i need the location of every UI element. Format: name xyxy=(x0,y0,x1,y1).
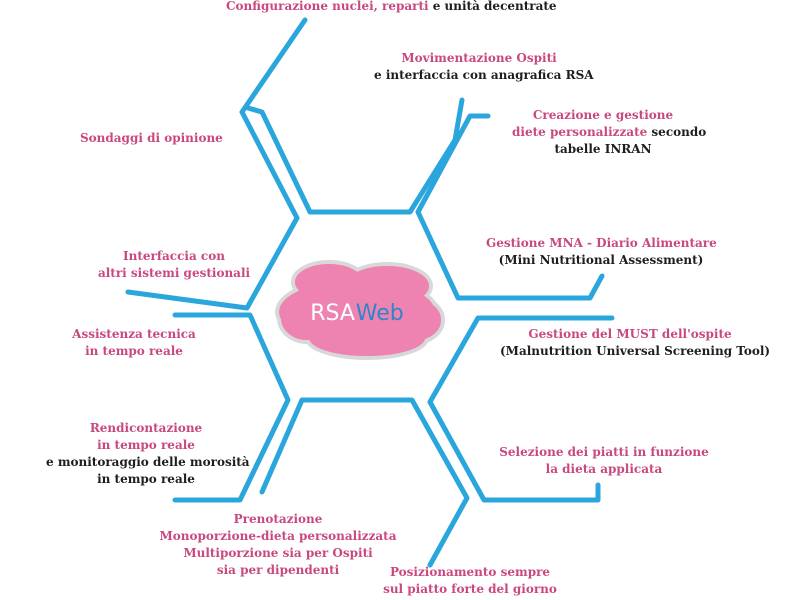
creazione-line2-dark: secondo xyxy=(647,125,707,139)
label-posizionamento: Posizionamento sempre sul piatto forte d… xyxy=(370,564,570,598)
label-mna: Gestione MNA - Diario Alimentare (Mini N… xyxy=(486,235,717,269)
connector-bottom-hex xyxy=(259,397,470,568)
creazione-line3: tabelle INRAN xyxy=(554,142,652,156)
prenotazione-line2: Monoporzione-dieta personalizzata xyxy=(159,529,397,543)
must-line1: Gestione del MUST dell'ospite xyxy=(528,327,732,341)
label-creazione: Creazione e gestione diete personalizzat… xyxy=(512,107,706,158)
configurazione-dark: e unità decentrate xyxy=(428,0,557,13)
rendicontazione-line2: in tempo reale xyxy=(97,438,195,452)
creazione-line2-pink: diete personalizzate xyxy=(512,125,648,139)
label-must: Gestione del MUST dell'ospite (Malnutrit… xyxy=(500,326,771,360)
interfaccia-line1: Interfaccia con xyxy=(123,249,225,263)
mna-line1: Gestione MNA - Diario Alimentare xyxy=(486,236,717,250)
rendicontazione-line4: in tempo reale xyxy=(97,472,195,486)
creazione-line1: Creazione e gestione xyxy=(532,108,674,122)
sondaggi-line1: Sondaggi di opinione xyxy=(80,131,223,145)
prenotazione-line1: Prenotazione xyxy=(233,512,323,526)
label-sondaggi: Sondaggi di opinione xyxy=(80,130,223,147)
connector-left-lower xyxy=(172,312,291,503)
label-interfaccia: Interfaccia con altri sistemi gestionali xyxy=(86,248,262,282)
connector-top-hex xyxy=(245,97,465,215)
mna-line2: (Mini Nutritional Assessment) xyxy=(498,253,704,267)
label-configurazione: Configurazione nuclei, reparti e unità d… xyxy=(226,0,557,15)
assistenza-line2: in tempo reale xyxy=(85,344,183,358)
interfaccia-line2: altri sistemi gestionali xyxy=(97,266,251,280)
connector-must xyxy=(427,315,615,503)
posizionamento-line1: Posizionamento sempre xyxy=(389,565,551,579)
connector-config xyxy=(125,17,308,311)
connector-creazione xyxy=(415,113,605,301)
movimentazione-line2: e interfaccia con anagrafica RSA xyxy=(374,68,594,82)
assistenza-line1: Assistenza tecnica xyxy=(72,327,196,341)
prenotazione-line4: sia per dipendenti xyxy=(216,563,340,577)
selezione-line2: la dieta applicata xyxy=(545,462,663,476)
label-rendicontazione: Rendicontazione in tempo reale e monitor… xyxy=(46,420,250,488)
posizionamento-line2: sul piatto forte del giorno xyxy=(383,582,557,596)
rsa-web-cloud: RSAWeb xyxy=(275,260,445,360)
rendicontazione-line3: e monitoraggio delle morosità xyxy=(46,455,250,469)
label-assistenza: Assistenza tecnica in tempo reale xyxy=(68,326,200,360)
label-selezione: Selezione dei piatti in funzione la diet… xyxy=(494,444,714,478)
cloud-title-web: Web xyxy=(356,301,404,326)
prenotazione-line3: Multiporzione sia per Ospiti xyxy=(183,546,373,560)
rendicontazione-line1: Rendicontazione xyxy=(89,421,203,435)
svg-text:RSAWeb: RSAWeb xyxy=(310,301,403,326)
cloud-title-rsa: RSA xyxy=(310,301,355,326)
label-movimentazione: Movimentazione Ospiti e interfaccia con … xyxy=(374,50,594,84)
movimentazione-line1: Movimentazione Ospiti xyxy=(401,51,557,65)
selezione-line1: Selezione dei piatti in funzione xyxy=(499,445,709,459)
must-line2: (Malnutrition Universal Screening Tool) xyxy=(500,344,771,358)
label-prenotazione: Prenotazione Monoporzione-dieta personal… xyxy=(158,511,398,579)
configurazione-pink: Configurazione nuclei, reparti xyxy=(226,0,429,13)
